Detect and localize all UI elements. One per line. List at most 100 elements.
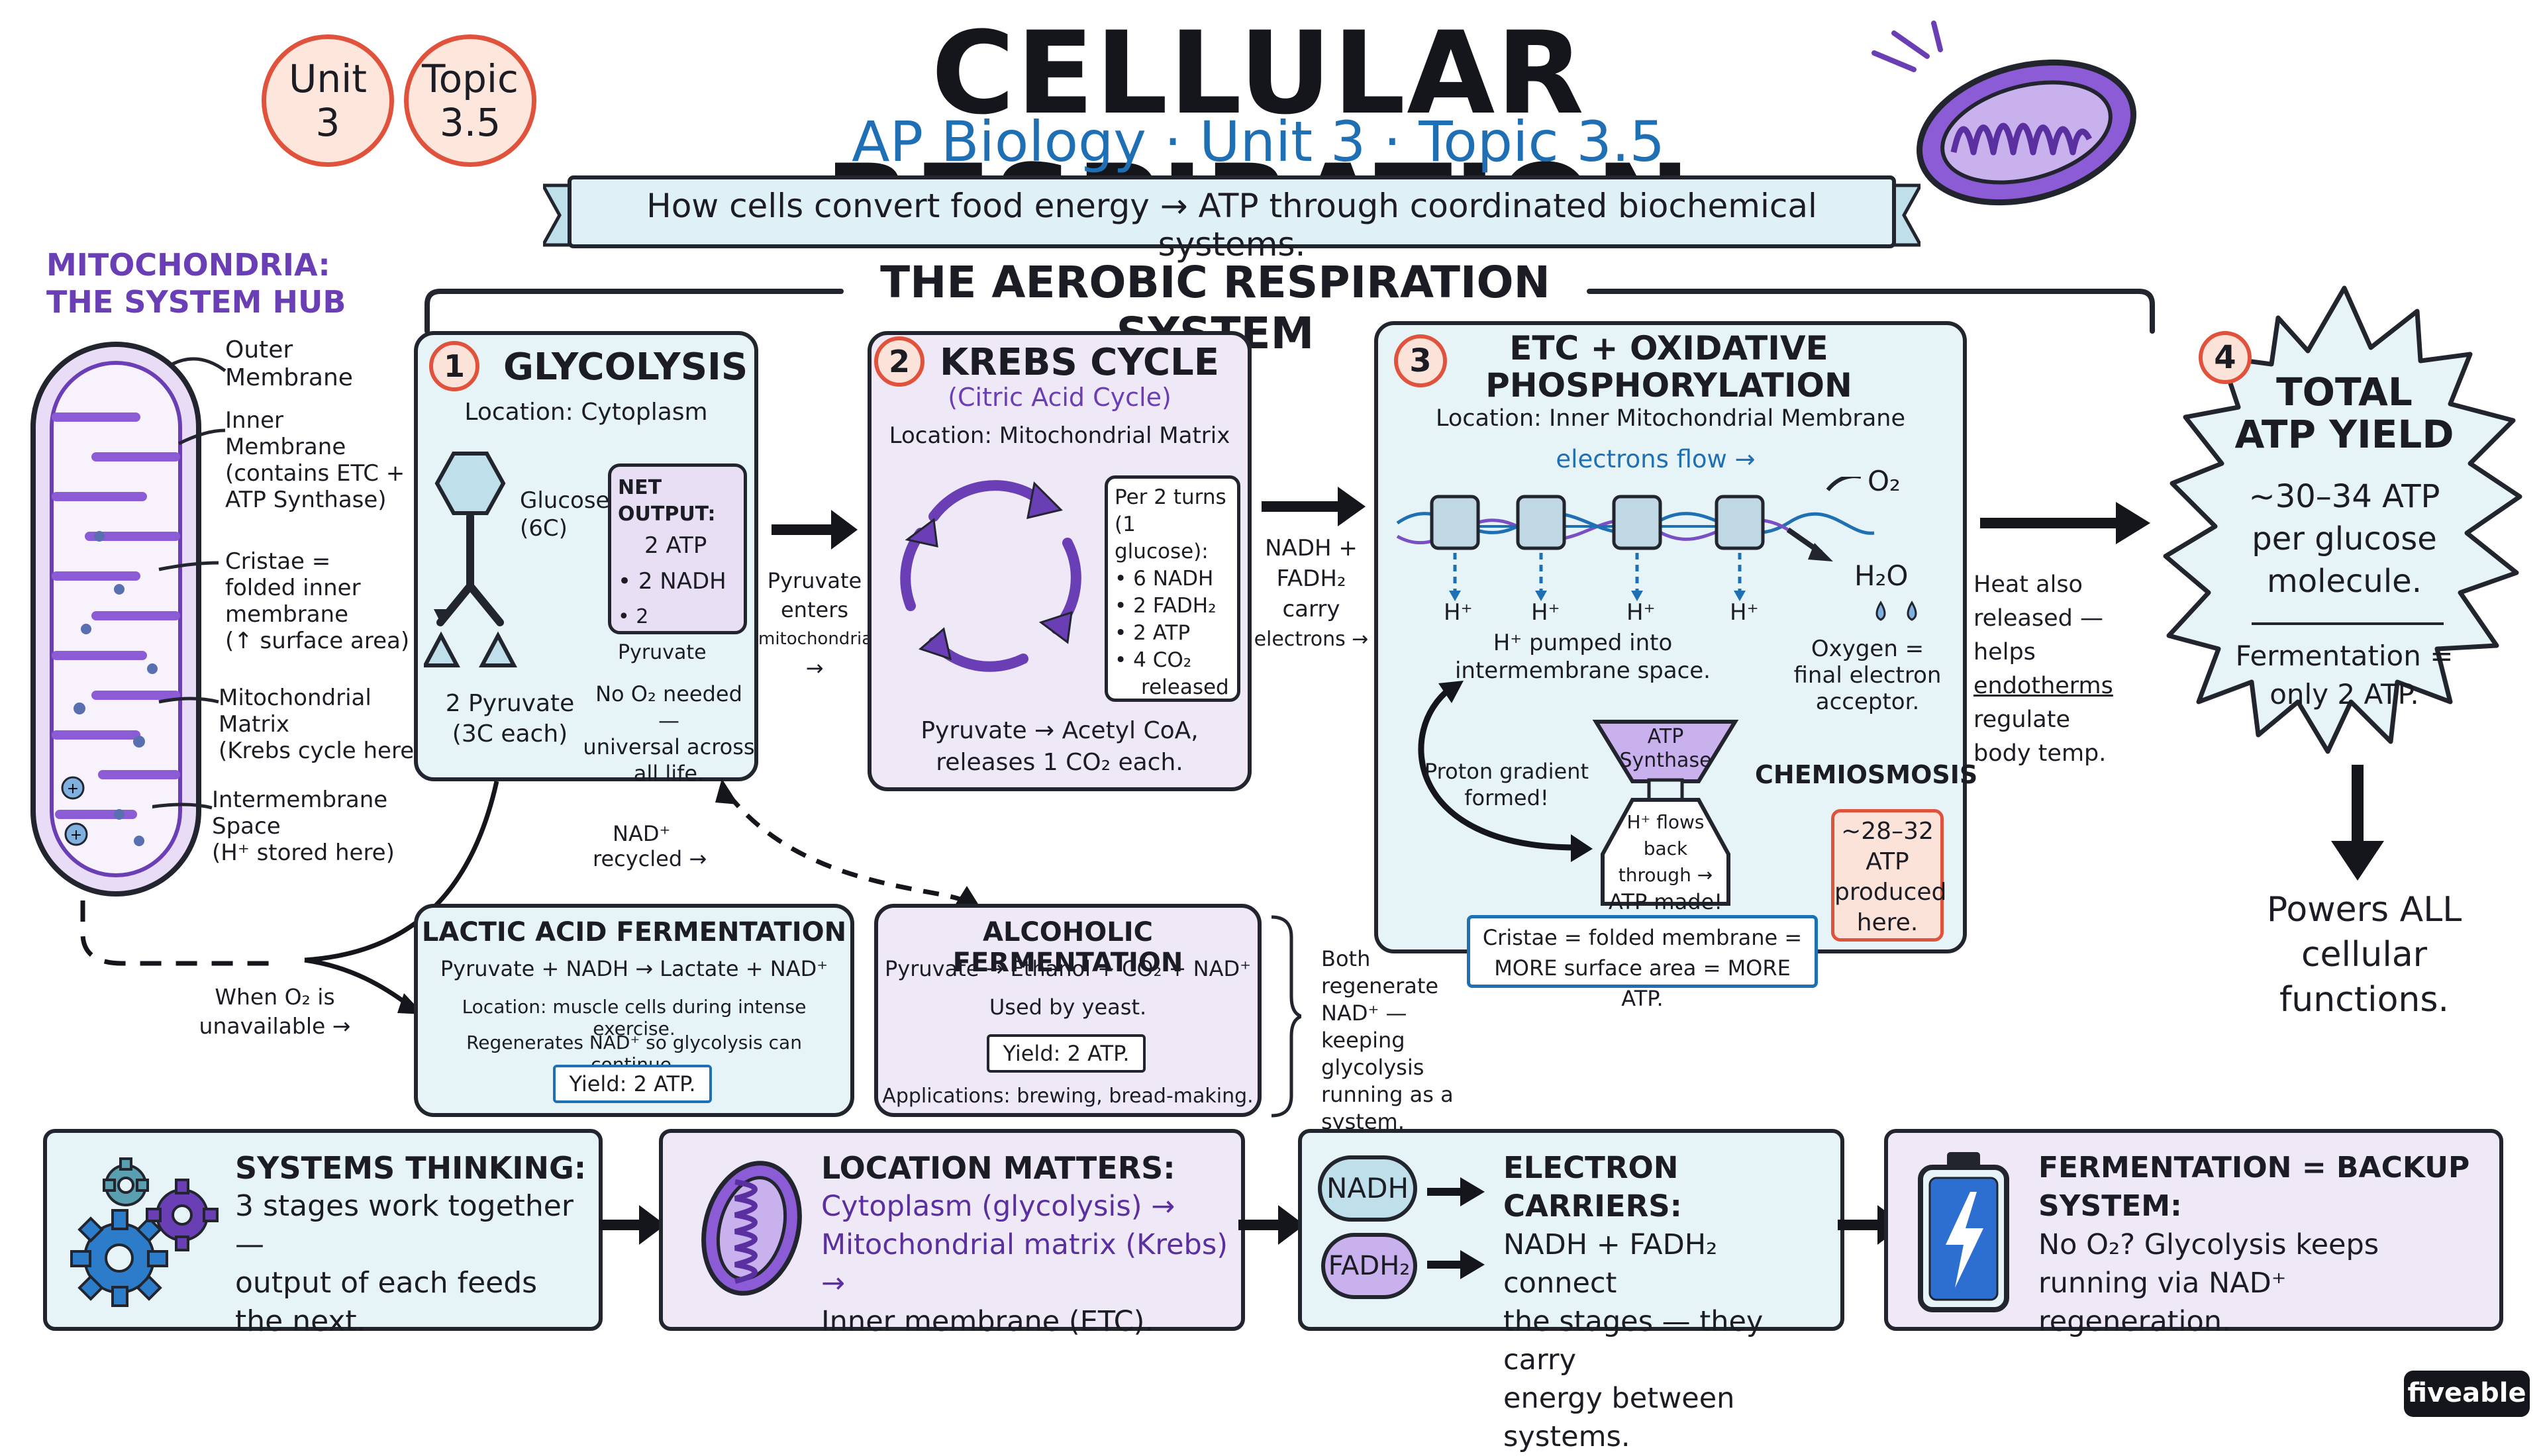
nad-recycled-line2: recycled → [593,846,707,871]
fermentation-backup-line1: No O₂? Glycolysis keeps [2038,1228,2379,1261]
h-ion-1: H⁺ [1444,599,1473,626]
glycolysis-note-line2: universal across [583,734,755,759]
produced-line1: ~28–32 [1841,818,1934,845]
oxygen-line2: final electron [1793,662,1942,689]
label-cristae: Cristae = folded inner membrane (↑ surfa… [225,548,409,654]
chemiosmosis-label: CHEMIOSMOSIS [1755,760,1978,789]
cristae-note-line1: Cristae = folded membrane = [1482,925,1803,950]
systems-thinking-line3: the next. [235,1304,366,1338]
krebs-note-line2: releases 1 CO₂ each. [936,749,1183,776]
flows-back-line1: H⁺ flows back [1626,811,1705,859]
pumped-line1: H⁺ pumped into [1493,630,1673,656]
alcoholic-apps: Applications: brewing, bread-making. [882,1085,1254,1108]
glucose-label: Glucose (6C) [520,487,609,542]
heat-line1: Heat also [1973,571,2083,598]
mito-title: MITOCHONDRIA: THE SYSTEM HUB [46,246,346,320]
label-matrix: Mitochondrial Matrix (Krebs cycle here) [219,685,423,764]
inner-line3: (contains ETC + [225,460,405,487]
mitochondrion-diagram: + + [30,342,201,897]
lactic-yield: Yield: 2 ATP. [553,1065,712,1103]
synthase-line1: ATP [1647,725,1684,748]
alcoholic-title: ALCOHOLIC FERMENTATION [952,917,1183,978]
nad-recycled-line1: NAD⁺ [613,821,671,846]
h-ion-4: H⁺ [1730,599,1759,626]
fermentation-brace [1271,915,1301,1118]
fiveable-logo[interactable]: fiveable [2404,1371,2530,1417]
heat-line3: helps [1973,639,2036,665]
cristae-line4: (↑ surface area) [225,628,410,654]
per-turns-line2: (1 glucose): [1115,512,1209,563]
arrow1-line2: enters [780,597,849,622]
gradient-label: Proton gradient formed! [1424,758,1589,811]
etc-title-line1: ETC + OXIDATIVE [1509,329,1828,367]
pyruvate-line2: (3C each) [452,720,568,748]
unit-badge: Unit 3 [262,34,394,167]
net-output-pyruvate: • 2 Pyruvate [618,605,707,664]
oxygen-line3: acceptor. [1815,689,1920,715]
arrow2-line2: FADH₂ [1276,565,1346,592]
krebs-note: Pyruvate → Acetyl CoA, releases 1 CO₂ ea… [874,715,1245,779]
matrix-line1: Mitochondrial [219,685,372,711]
pumped-label: H⁺ pumped into intermembrane space. [1444,629,1722,685]
total-starburst [2163,285,2522,754]
synthase-line2: Synthase [1619,749,1712,772]
heat-line5: regulate [1973,706,2070,733]
both-line3: NAD⁺ — [1321,1000,1407,1026]
per-turns-fadh2: • 2 FADH₂ [1115,594,1217,618]
alcoholic-used: Used by yeast. [989,995,1147,1020]
arrow-etc-total [1980,502,2150,544]
total-ferm-line1: Fermentation = [2235,640,2454,672]
glycolysis-note: No O₂ needed — universal across all life… [583,681,755,787]
heat-text: Heat also released — helps endotherms re… [1973,568,2113,771]
net-output-title: NET OUTPUT: [618,476,716,526]
produced-line2: ATP [1866,848,1909,875]
topic-badge: Topic 3.5 [404,34,536,167]
glycolysis-title: GLYCOLYSIS [503,346,748,389]
arrow-total-powers [2331,765,2384,881]
alcoholic-card [874,904,1262,1117]
total-yield-line1: ~30–34 ATP [2248,478,2440,515]
atp-produced-box: ~28–32 ATP produced here. [1831,809,1946,942]
flows-back-line3: ATP made! [1608,889,1723,914]
step-2-badge: 2 [874,336,924,387]
total-yield-line3: molecule. [2267,563,2422,600]
electron-carriers-line1: NADH + FADH₂ connect [1503,1228,1718,1300]
krebs-location: Location: Mitochondrial Matrix [889,422,1230,449]
total-fermentation: Fermentation = only 2 ATP. [2212,637,2477,714]
total-title-line1: TOTAL [2276,369,2413,414]
arrow-bottom-2 [1238,1205,1305,1245]
label-intermembrane: Intermembrane Space (H⁺ stored here) [212,787,395,866]
location-matters-title: LOCATION MATTERS: [821,1150,1175,1186]
arrow1-text: Pyruvate enters mitochondria → [758,566,873,683]
per-turns-atp: • 2 ATP [1115,621,1191,645]
net-output-atp: 2 ATP [644,532,707,559]
both-regen-text: Both regenerate NAD⁺ — keeping glycolysi… [1321,946,1454,1136]
outer-line2: Membrane [225,364,353,391]
both-line5: glycolysis [1321,1055,1424,1080]
both-line2: regenerate [1321,973,1439,998]
nadh-pill: NADH [1318,1155,1417,1222]
arrow2-text: NADH + FADH₂ carry electrons → [1252,533,1371,655]
total-title-line2: ATP YIELD [2234,412,2454,457]
both-line1: Both [1321,946,1371,971]
arrow1-line3: mitochondria [758,629,873,649]
heat-line2: released — [1973,605,2103,632]
powers-line1: Powers ALL [2266,890,2462,930]
etc-title: ETC + OXIDATIVE PHOSPHORYLATION [1444,330,1894,404]
location-matters-line2: Mitochondrial matrix (Krebs) → [821,1228,1228,1300]
electron-carriers-line2: the stages — they carry [1503,1305,1764,1377]
mito-title-line1: MITOCHONDRIA: [46,247,330,283]
gradient-line1: Proton gradient [1424,759,1589,784]
proton-gradient-arrow [1418,681,1593,862]
arrow-glycolysis-krebs [772,510,858,550]
krebs-subtitle: (Citric Acid Cycle) [948,383,1172,412]
inner-line4: ATP Synthase) [225,487,387,513]
unit-badge-value: 3 [315,100,340,145]
svg-text:+: + [67,781,79,797]
label-outer-membrane: Outer Membrane [225,336,353,392]
flows-back-label: H⁺ flows back through → ATP made! [1603,809,1728,915]
arrow2-line3: carry [1282,596,1340,622]
krebs-cycle-diagram [900,480,1081,672]
h-ion-3: H⁺ [1626,599,1656,626]
total-yield-line2: per glucose [2252,520,2437,558]
